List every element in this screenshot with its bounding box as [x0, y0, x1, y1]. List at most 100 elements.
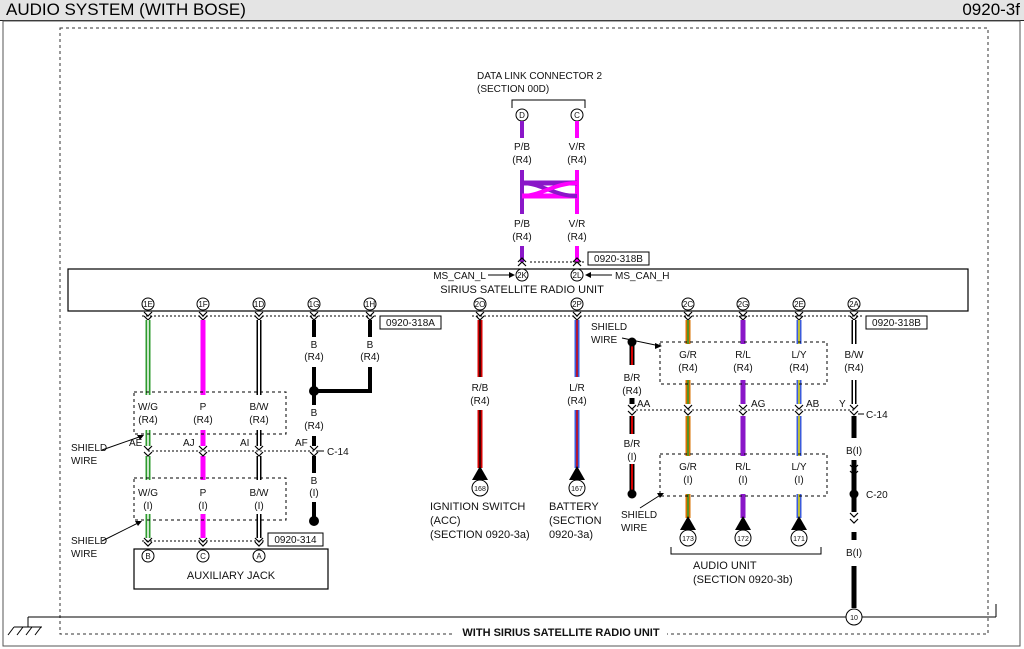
connector-314: 0920-314: [274, 535, 317, 546]
audio-shield-box-upper: [659, 341, 828, 385]
ground-ref: 10: [850, 615, 858, 622]
dlc-wire-pb-code-2: P/B: [514, 219, 530, 230]
aux-wire-wg-grade-2: (I): [143, 501, 152, 512]
connector-318b-top-box: [587, 251, 650, 266]
audio-wire-ly-code: L/Y: [791, 350, 806, 361]
unit-pin-7: [681, 297, 695, 311]
aux-wire-wg-code: W/G: [138, 402, 158, 413]
unit-pin-3: [307, 297, 321, 311]
pin-2k: [515, 268, 529, 282]
audio-wire-rl-code: R/L: [735, 350, 751, 361]
wire-ground: [849, 320, 859, 608]
ground-wire-lower: B(I): [846, 548, 862, 559]
ms-can-h-label: MS_CAN_H: [615, 271, 669, 282]
audio-wire-ly-grade-2: (I): [794, 475, 803, 486]
aux-shield-wire-2-b: WIRE: [71, 549, 97, 560]
dlc-bracket: [511, 99, 586, 108]
outer-frame: [2, 20, 1021, 647]
ground-symbol-icon: [7, 617, 42, 636]
audio-wire-ly-code-2: L/Y: [791, 462, 806, 473]
wire-1h-code: B: [367, 340, 374, 351]
unit-pin-10: [847, 297, 861, 311]
aux-wire-p-grade: (R4): [193, 415, 212, 426]
connector-318b-right: 0920-318B: [872, 318, 921, 329]
splice-af: AF: [295, 438, 308, 449]
splice-y: Y: [839, 399, 846, 410]
audio-unit-bracket: [670, 547, 822, 555]
wire-rb-code: R/B: [472, 383, 489, 394]
wire-br-code-2: B/R: [624, 439, 641, 450]
unit-pin-label-9: 2E: [794, 300, 804, 309]
wire-1g-code: B: [311, 340, 318, 351]
wire-rb-grade: (R4): [470, 396, 489, 407]
wire-b-lower-grade: (I): [309, 488, 318, 499]
unit-pin-label-8: 2G: [738, 300, 749, 309]
splice-aj: AJ: [183, 438, 195, 449]
aux-shield-wire-1-b: WIRE: [71, 456, 97, 467]
wire-1h-grade: (R4): [360, 352, 379, 363]
ignition-label-1: IGNITION SWITCH: [430, 501, 525, 513]
audio-ref-171: 171: [793, 536, 805, 543]
battery-label-2: (SECTION: [549, 515, 602, 527]
dlc-wire-pb-grade-2: (R4): [512, 232, 531, 243]
radio-unit-name: SIRIUS SATELLITE RADIO UNIT: [440, 284, 604, 296]
ground-wire-code: B/W: [845, 350, 864, 361]
audio-wire-gr-grade-2: (I): [683, 475, 692, 486]
dlc-wire-pb-grade: (R4): [512, 155, 531, 166]
unit-pin-label-10: 2A: [849, 300, 859, 309]
connector-318b-right-box: [865, 315, 928, 330]
connector-318a-box: [379, 315, 442, 330]
ms-can-l-label: MS_CAN_L: [433, 271, 486, 282]
audio-unit-label-1: AUDIO UNIT: [693, 560, 757, 572]
aux-wire-bw-grade-2: (I): [254, 501, 263, 512]
ignition-terminal: [472, 466, 488, 480]
jack-pin-b-inner: B: [145, 552, 150, 561]
aux-wire-bw-code-2: B/W: [250, 488, 269, 499]
unit-pin-label-6: 2P: [572, 300, 582, 309]
audio-shield-bottom-a: SHIELD: [621, 510, 657, 521]
unit-pin-0: [141, 297, 155, 311]
aux-wire-p-code-2: P: [200, 488, 207, 499]
pin-2k-label: 2K: [517, 271, 527, 280]
aux-shield-box-upper: [133, 391, 287, 435]
battery-ref: 167: [571, 486, 583, 493]
aux-shield-wire-2-a: SHIELD: [71, 536, 107, 547]
dlc-wire-vr-grade-2: (R4): [567, 232, 586, 243]
audio-shield-top-b: WIRE: [591, 335, 617, 346]
audio-wire-ly-grade: (R4): [789, 363, 808, 374]
audio-shield-box-lower: [659, 453, 828, 497]
audio-wire-rl-code-2: R/L: [735, 462, 751, 473]
ignition-ref: 168: [474, 486, 486, 493]
auxiliary-jack-label: AUXILIARY JACK: [187, 570, 276, 582]
wire-b-ground-branch: [309, 320, 372, 526]
wire-lr-code: L/R: [569, 383, 585, 394]
audio-c14-label: C-14: [866, 410, 888, 421]
auxiliary-jack-box: [133, 548, 329, 590]
ground-wire-grade: (R4): [844, 363, 863, 374]
wire-br-grade: (R4): [622, 386, 641, 397]
audio-wire-gr-grade: (R4): [678, 363, 697, 374]
pin-2l: [570, 268, 584, 282]
dlc-wire-pb-code: P/B: [514, 142, 530, 153]
unit-pin-label-1: 1F: [198, 300, 207, 309]
dlc-wire-vr-code: V/R: [569, 142, 586, 153]
connector-318a: 0920-318A: [386, 318, 435, 329]
unit-pin-4: [363, 297, 377, 311]
battery-terminal: [569, 466, 585, 480]
jack-pin-a-inner: A: [256, 552, 262, 561]
unit-pin-label-2: 1D: [254, 300, 264, 309]
c20-label: C-20: [866, 490, 888, 501]
unit-pin-9: [792, 297, 806, 311]
wire-br-grade-2: (I): [627, 452, 636, 463]
audio-wire-rl-grade-2: (I): [738, 475, 747, 486]
aux-wire-wg-code-2: W/G: [138, 488, 158, 499]
unit-pin-label-4: 1H: [365, 300, 375, 309]
audio-wire-gr-code: G/R: [679, 350, 697, 361]
unit-pin-5: [473, 297, 487, 311]
page-code: 0920-3f: [962, 0, 1020, 19]
connector-314-box: [267, 532, 324, 547]
jack-pin-c-inner: C: [200, 552, 206, 561]
unit-pin-label-0: 1E: [143, 300, 153, 309]
dlc-section: (SECTION 00D): [477, 84, 549, 95]
